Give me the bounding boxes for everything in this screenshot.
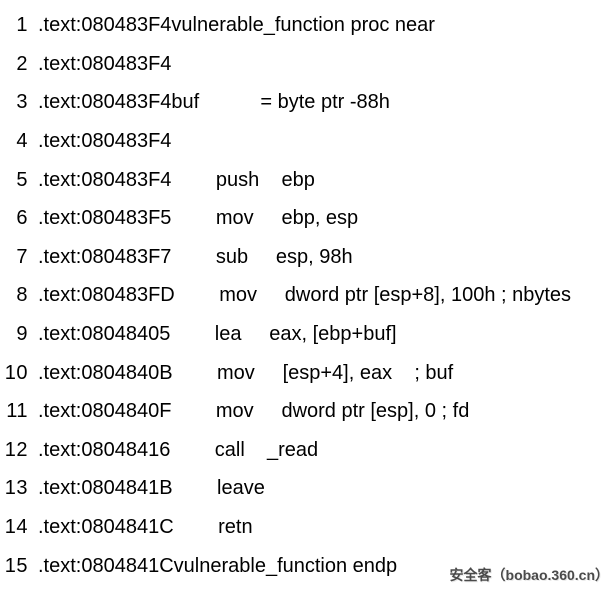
line-number: 7 (16, 245, 28, 268)
line-code: .text:080483F4 (38, 52, 172, 75)
line-number: 1 (16, 14, 28, 37)
listing-line: 2 .text:080483F4 (0, 45, 615, 84)
line-code: .text:080483F4vulnerable_function proc n… (38, 14, 435, 37)
line-number: 11 (6, 400, 28, 423)
line-code: .text:0804841Cvulnerable_function endp (38, 554, 398, 577)
line-code: .text:0804840F mov dword ptr [esp], 0 ; … (38, 400, 470, 423)
listing-line: 13 .text:0804841B leave (0, 469, 615, 508)
listing-line: 7 .text:080483F7 sub esp, 98h (0, 238, 615, 277)
listing-line: 12 .text:08048416 call _read (0, 431, 615, 470)
listing-line: 3 .text:080483F4buf = byte ptr -88h (0, 83, 615, 122)
listing-line: 15 .text:0804841Cvulnerable_function end… (0, 546, 615, 585)
line-number: 15 (4, 554, 28, 577)
line-number: 5 (16, 168, 28, 191)
listing-line: 6 .text:080483F5 mov ebp, esp (0, 199, 615, 238)
line-code: .text:080483F7 sub esp, 98h (38, 245, 353, 268)
line-code: .text:0804841C retn (38, 516, 253, 539)
line-number: 3 (16, 91, 28, 114)
line-number: 12 (4, 438, 28, 461)
line-number: 14 (4, 516, 28, 539)
listing-line: 14 .text:0804841C retn (0, 508, 615, 547)
line-number: 13 (4, 477, 28, 500)
line-code: .text:080483F4 (38, 130, 172, 153)
line-number: 8 (16, 284, 28, 307)
line-code: .text:08048405 lea eax, [ebp+buf] (38, 323, 397, 346)
line-number: 9 (16, 323, 28, 346)
listing-line: 4 .text:080483F4 (0, 122, 615, 161)
line-code: .text:080483F4buf = byte ptr -88h (38, 91, 390, 114)
line-number: 10 (4, 361, 28, 384)
listing-line: 11 .text:0804840F mov dword ptr [esp], 0… (0, 392, 615, 431)
line-code: .text:080483F4 push ebp (38, 168, 315, 191)
line-code: .text:0804841B leave (38, 477, 265, 500)
line-code: .text:080483F5 mov ebp, esp (38, 207, 359, 230)
listing-line: 5 .text:080483F4 push ebp (0, 160, 615, 199)
line-number: 2 (16, 52, 28, 75)
line-number: 4 (16, 130, 28, 153)
listing-line: 1 .text:080483F4vulnerable_function proc… (0, 6, 615, 45)
line-number: 6 (16, 207, 28, 230)
line-code: .text:08048416 call _read (38, 438, 319, 461)
site-watermark: 安全客（bobao.360.cn） (449, 567, 609, 583)
line-code: .text:0804840B mov [esp+4], eax ; buf (38, 361, 454, 384)
line-code: .text:080483FD mov dword ptr [esp+8], 10… (38, 284, 572, 307)
listing-line: 10 .text:0804840B mov [esp+4], eax ; buf (0, 353, 615, 392)
listing-line: 8 .text:080483FD mov dword ptr [esp+8], … (0, 276, 615, 315)
listing-line: 9 .text:08048405 lea eax, [ebp+buf] (0, 315, 615, 354)
